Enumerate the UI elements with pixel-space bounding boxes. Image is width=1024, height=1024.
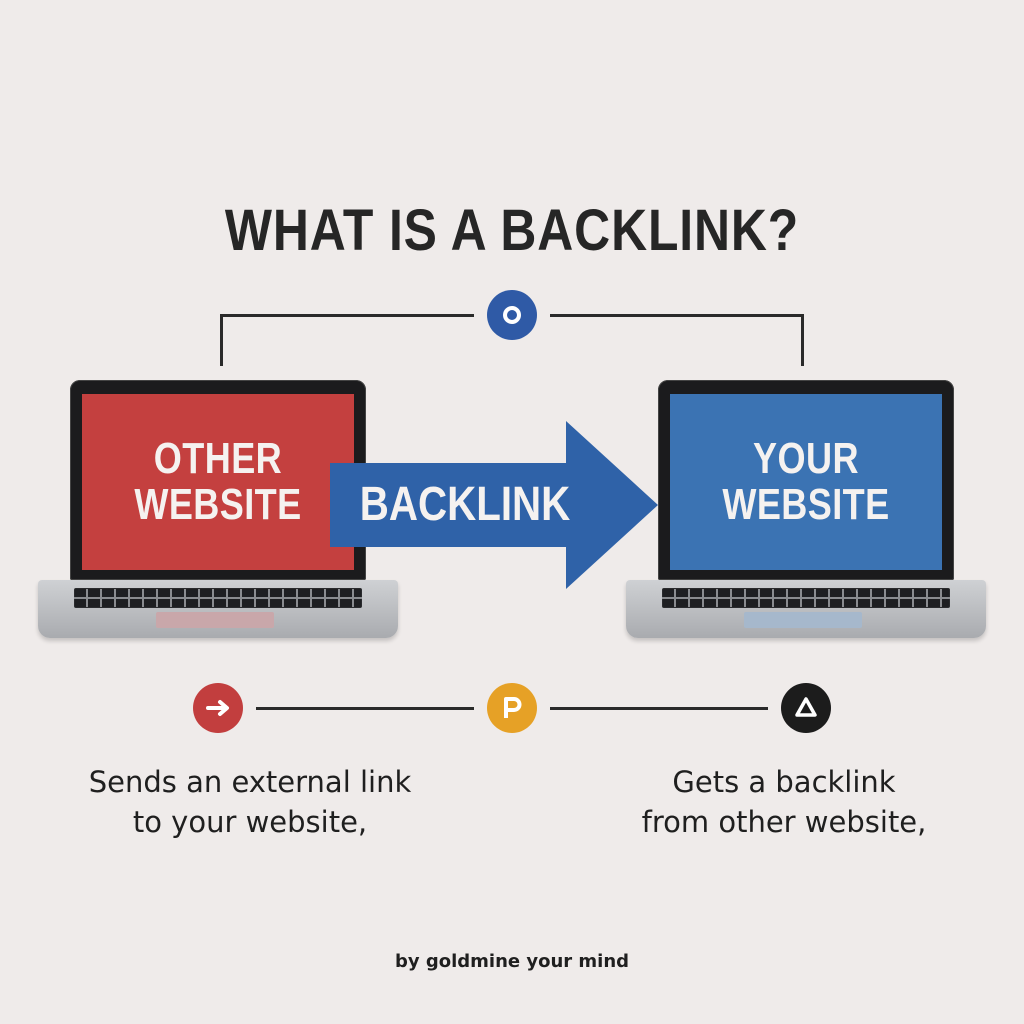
top-bracket-left-horizontal (220, 314, 474, 317)
letter-p-icon (487, 683, 537, 733)
triangle-icon (781, 683, 831, 733)
right-description: Gets a backlink from other website, (641, 765, 927, 839)
top-bracket-left-vertical (220, 314, 223, 366)
laptop-base (38, 580, 398, 638)
top-bracket-right-horizontal (550, 314, 804, 317)
left-description: Sends an external link to your website, (88, 765, 412, 839)
bottom-connector-left (256, 707, 474, 710)
arrow-right-icon (193, 683, 243, 733)
laptop-keyboard (74, 588, 362, 608)
laptop-trackpad (744, 612, 862, 628)
laptop-lid: OTHER WEBSITE (70, 380, 366, 580)
page-title: WHAT IS A BACKLINK? (224, 198, 800, 263)
other-website-label: OTHER WEBSITE (134, 434, 302, 529)
other-website-screen: OTHER WEBSITE (82, 394, 354, 570)
your-website-label: YOUR WEBSITE (722, 434, 890, 529)
laptop-base (626, 580, 986, 638)
circle-dot-icon (487, 290, 537, 340)
backlink-label: BACKLINK (359, 478, 571, 531)
credit-text: by goldmine your mind (394, 951, 630, 972)
your-website-laptop: YOUR WEBSITE (626, 380, 986, 642)
other-website-laptop: OTHER WEBSITE (38, 380, 398, 642)
your-website-screen: YOUR WEBSITE (670, 394, 942, 570)
laptop-lid: YOUR WEBSITE (658, 380, 954, 580)
bottom-connector-right (550, 707, 768, 710)
laptop-trackpad (156, 612, 274, 628)
top-bracket-right-vertical (801, 314, 804, 366)
backlink-arrow (330, 421, 658, 589)
laptop-keyboard (662, 588, 950, 608)
